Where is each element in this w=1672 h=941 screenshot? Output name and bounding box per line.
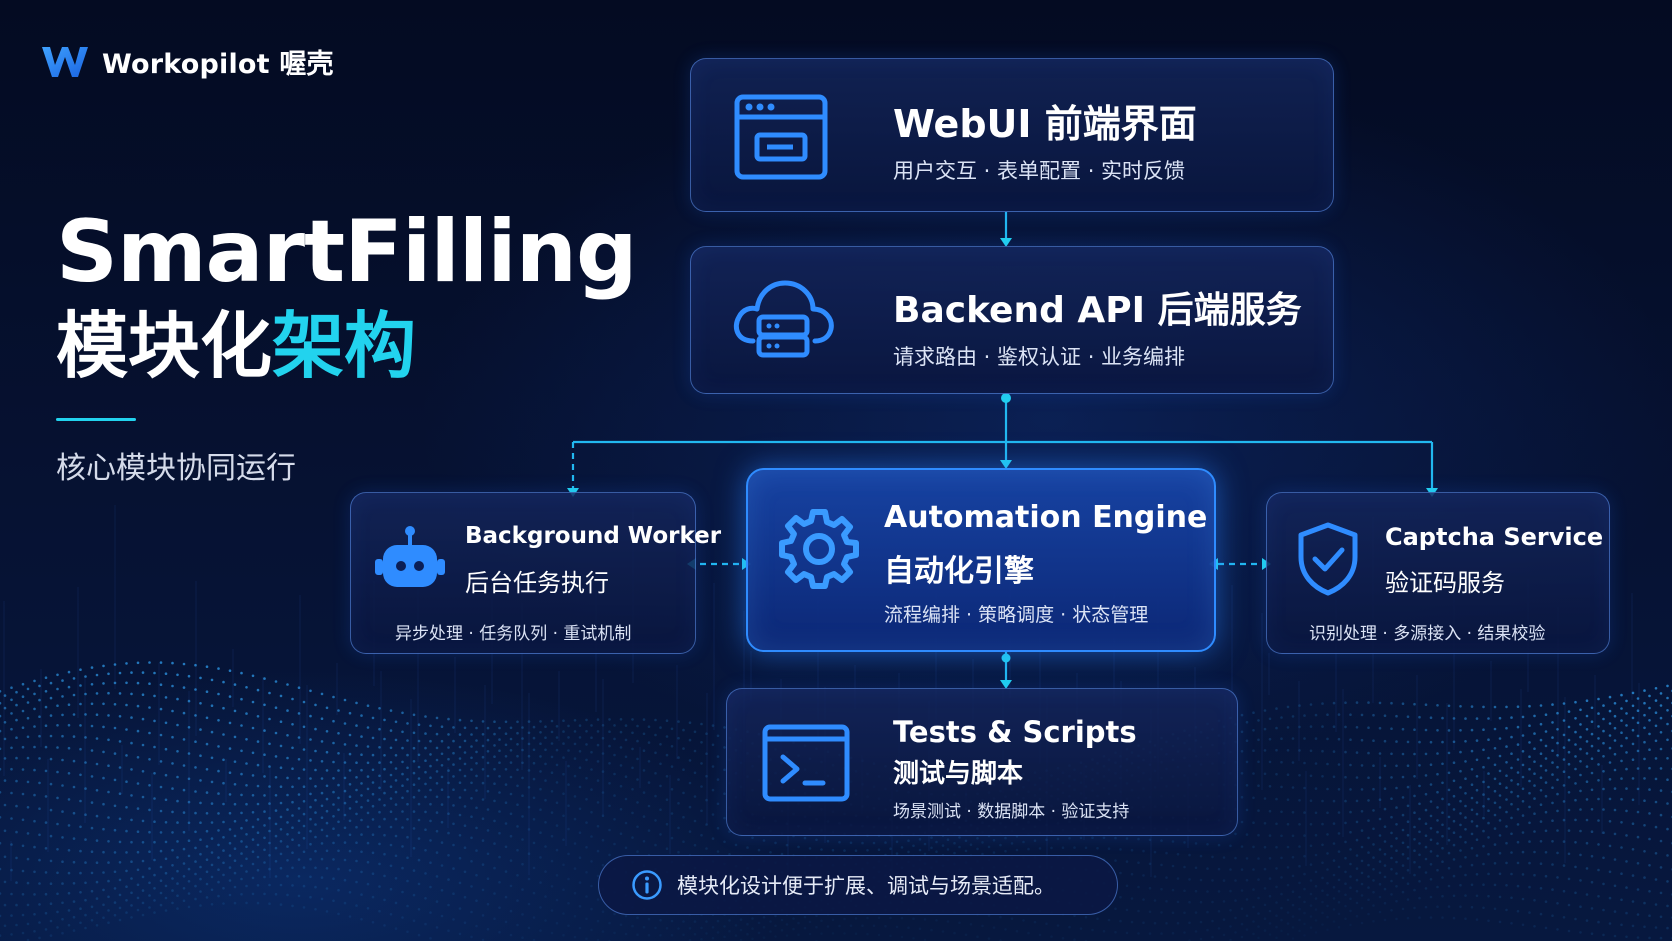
worker-desc: 异步处理 · 任务队列 · 重试机制 bbox=[395, 624, 632, 644]
workopilot-logo-icon bbox=[42, 46, 88, 77]
backend-title: Backend API 后端服务 bbox=[893, 290, 1302, 331]
hero-subtitle: 模块化架构 bbox=[56, 300, 637, 392]
info-icon bbox=[632, 870, 662, 900]
captcha-desc: 识别处理 · 多源接入 · 结果校验 bbox=[1309, 624, 1546, 644]
tests-module: Tests & Scripts 测试与脚本 场景测试 · 数据脚本 · 验证支持 bbox=[726, 688, 1238, 836]
worker-title-zh: 后台任务执行 bbox=[465, 569, 609, 597]
hero: SmartFilling 模块化架构 核心模块协同运行 bbox=[56, 202, 638, 487]
captcha-title-en: Captcha Service bbox=[1385, 523, 1604, 551]
engine-title-zh: 自动化引擎 bbox=[884, 554, 1034, 589]
shield-check-icon bbox=[1298, 522, 1358, 596]
hero-tagline: 核心模块协同运行 bbox=[56, 451, 296, 486]
note-text: 模块化设计便于扩展、调试与场景适配。 bbox=[677, 874, 1055, 898]
info-note: 模块化设计便于扩展、调试与场景适配。 bbox=[598, 855, 1118, 915]
captcha-module: Captcha Service 验证码服务 识别处理 · 多源接入 · 结果校验 bbox=[1266, 492, 1610, 654]
hero-subtitle-accent: 架构 bbox=[272, 304, 417, 388]
webui-module: WebUI 前端界面 用户交互 · 表单配置 · 实时反馈 bbox=[690, 58, 1334, 212]
hero-divider bbox=[56, 418, 136, 421]
tests-title-en: Tests & Scripts bbox=[893, 715, 1137, 749]
tests-desc: 场景测试 · 数据脚本 · 验证支持 bbox=[893, 802, 1130, 822]
hero-subtitle-prefix: 模块化 bbox=[56, 304, 273, 388]
webui-desc: 用户交互 · 表单配置 · 实时反馈 bbox=[893, 159, 1186, 183]
webui-title: WebUI 前端界面 bbox=[893, 102, 1197, 146]
worker-module: Background Worker 后台任务执行 异步处理 · 任务队列 · 重… bbox=[350, 492, 721, 654]
browser-window-icon bbox=[734, 94, 828, 180]
tests-title-zh: 测试与脚本 bbox=[893, 759, 1024, 789]
captcha-title-zh: 验证码服务 bbox=[1385, 569, 1505, 597]
worker-title-en: Background Worker bbox=[465, 523, 722, 549]
hero-title: SmartFilling bbox=[56, 202, 638, 302]
brand-name: Workopilot 喔壳 bbox=[102, 49, 334, 80]
backend-module: Backend API 后端服务 请求路由 · 鉴权认证 · 业务编排 bbox=[690, 246, 1334, 394]
terminal-icon bbox=[762, 724, 850, 802]
backend-desc: 请求路由 · 鉴权认证 · 业务编排 bbox=[893, 345, 1186, 369]
engine-title-en: Automation Engine bbox=[884, 500, 1208, 535]
cloud-server-icon bbox=[733, 280, 834, 358]
gear-icon bbox=[779, 509, 859, 589]
engine-desc: 流程编排 · 策略调度 · 状态管理 bbox=[884, 604, 1149, 626]
automation-engine-module: Automation Engine 自动化引擎 流程编排 · 策略调度 · 状态… bbox=[746, 468, 1216, 652]
robot-icon bbox=[375, 526, 445, 587]
brand-logo: Workopilot 喔壳 bbox=[40, 42, 334, 81]
